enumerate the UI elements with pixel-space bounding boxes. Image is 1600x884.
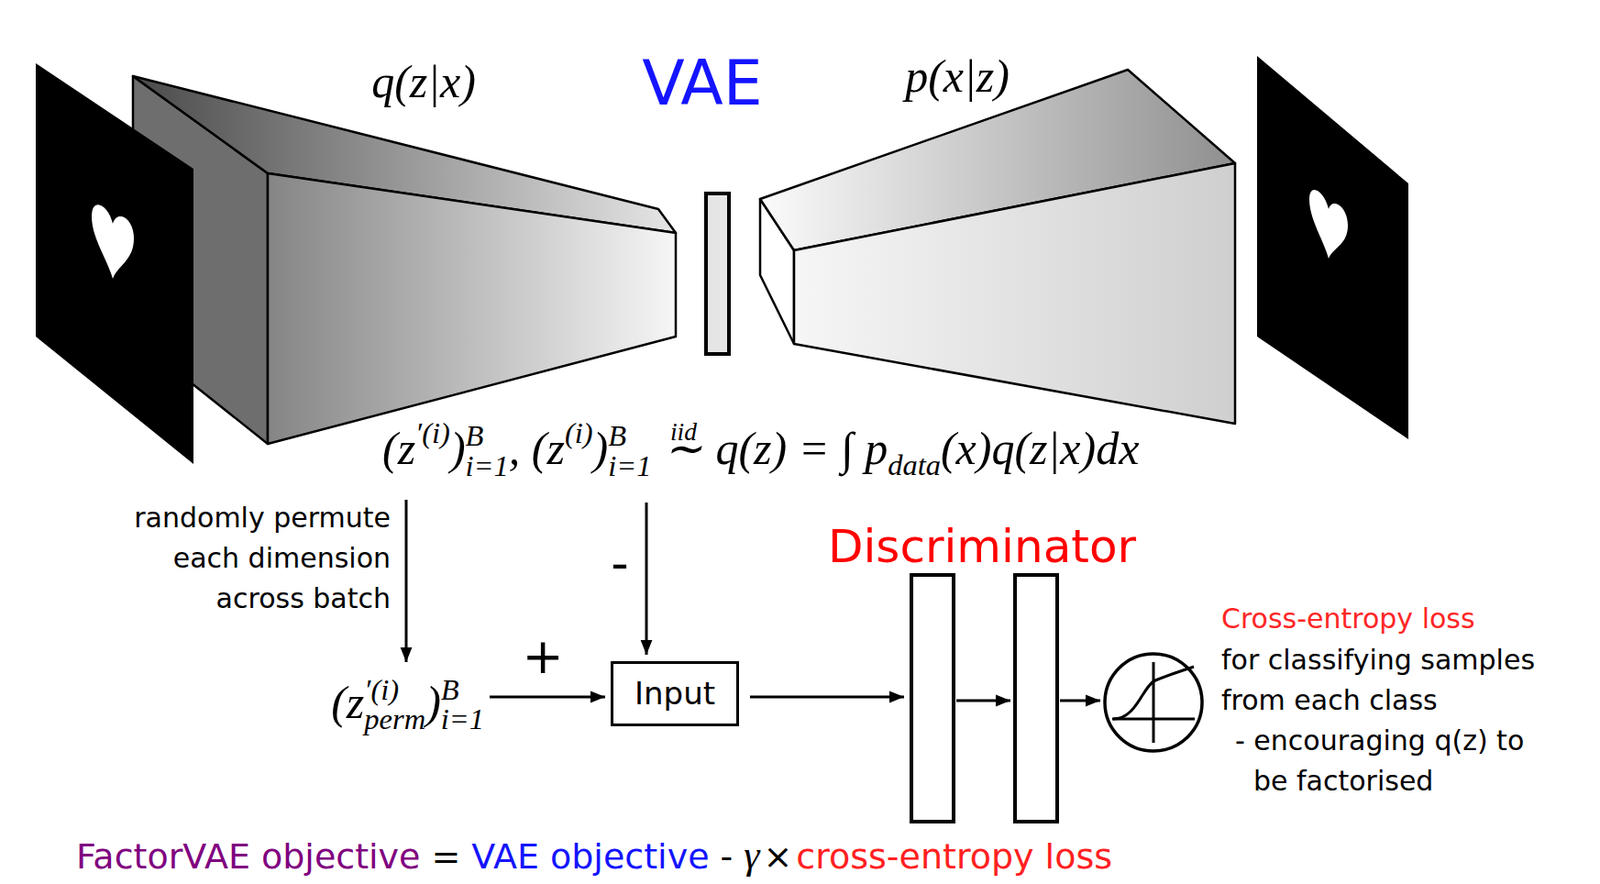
latent-sample-formula-part: ′(i)	[415, 416, 451, 450]
plus-sign: +	[521, 627, 563, 685]
discriminator-layer	[911, 574, 954, 822]
latent-sample-formula-part: )	[450, 422, 466, 475]
objective-equation-text: -	[720, 836, 734, 877]
plus-sign-holder: +	[521, 628, 563, 684]
vae-title: VAE	[641, 46, 763, 120]
loss-note-holder: - encouraging q(z) to be factorised	[1235, 720, 1552, 802]
flow-arrow	[489, 695, 606, 699]
latent-sample-formula-part: Bi=1	[607, 420, 652, 481]
sigmoid-axis	[1152, 662, 1156, 743]
encoder-label: q(z|x)	[371, 55, 476, 108]
latent-sample-formula-text: (x)q(z|x)dx	[940, 422, 1139, 475]
objective-equation-text: ×	[762, 836, 793, 877]
permuted-sample-formula-part: )	[425, 676, 442, 729]
permuted-sample-formula-part: (z	[331, 676, 365, 729]
objective-equation-part: VAE objective	[471, 836, 709, 877]
latent-sample-formula-part: data	[887, 448, 941, 482]
box-label: Input	[634, 674, 716, 712]
permute-note: randomly permute each dimension across b…	[133, 501, 391, 615]
objective-equation-part: γ	[743, 832, 760, 877]
flow-arrow	[1059, 699, 1101, 703]
permuted-sample-formula-text: )	[425, 676, 442, 729]
objective-equation-part: FactorVAE objective	[76, 836, 421, 877]
latent-sample-formula-superscript: B	[465, 420, 485, 452]
objective-equation: FactorVAE objective=VAE objective-γ×cros…	[76, 830, 1113, 879]
objective-equation-part: ×	[762, 836, 793, 877]
permuted-sample-formula-part: ′(i)perm	[364, 674, 426, 735]
latent-sample-formula-text: , (z	[508, 422, 565, 475]
loss-title: Cross-entropy loss	[1221, 602, 1476, 635]
latent-code	[706, 193, 729, 354]
vae-title-holder: VAE	[641, 49, 763, 119]
output-image	[1257, 55, 1409, 440]
latent-sample-formula-superscript: B	[607, 420, 627, 452]
objective-equation-text: FactorVAE objective	[76, 836, 421, 877]
latent-sample-formula: (z′(i))Bi=1, (z(i))Bi=1∼iidq(z) = ∫ pdat…	[382, 415, 1139, 483]
latent-sample-formula-part: (i)	[564, 416, 594, 450]
flow-arrow	[956, 699, 1011, 703]
permute-note-holder: randomly permute each dimension across b…	[115, 497, 391, 619]
flow-arrow	[405, 499, 409, 663]
objective-equation-text: VAE objective	[471, 836, 709, 877]
loss-title-holder: Cross-entropy loss	[1221, 598, 1476, 640]
permuted-sample-formula-text: (z	[331, 676, 365, 729]
latent-sample-formula-text: (z	[382, 422, 416, 475]
sigmoid-symbol	[1104, 653, 1203, 751]
latent-sample-formula-subscript: data	[887, 448, 941, 482]
objective-equation-text: γ	[743, 832, 760, 877]
discriminator-layer	[1015, 574, 1058, 822]
flow-arrow	[645, 502, 649, 655]
latent-sample-formula-part: (z	[382, 422, 416, 475]
minus-sign-holder: -	[610, 536, 629, 591]
objective-equation-text: =	[431, 836, 462, 877]
decoder-label: p(x|z)	[904, 50, 1010, 102]
latent-sample-formula-part: ∼iid	[663, 420, 703, 476]
permuted-sample-formula: (z′(i)perm)Bi=1	[331, 674, 485, 735]
loss-note-holder: for classifying samples from each class	[1221, 640, 1570, 721]
latent-sample-formula-part: Bi=1	[465, 420, 509, 481]
heart-shape	[1309, 185, 1348, 272]
permuted-sample-formula-superscript: ′(i)	[364, 674, 399, 706]
objective-equation-text: cross-entropy loss	[795, 836, 1113, 877]
latent-sample-formula-part: (x)q(z|x)dx	[940, 422, 1139, 475]
minus-sign: -	[610, 534, 629, 593]
permuted-sample-formula-part: Bi=1	[441, 674, 485, 735]
decoder-front	[794, 163, 1236, 424]
latent-sample-formula-superscript: (i)	[564, 416, 594, 450]
flow-arrow	[750, 695, 905, 699]
loss-note: - encouraging q(z) to be factorised	[1235, 724, 1524, 797]
latent-sample-formula-text: )	[450, 422, 466, 475]
discriminator-title: Discriminator	[827, 519, 1137, 574]
latent-sample-formula-subscript: i=1	[607, 451, 652, 482]
permuted-sample-formula-subscript: i=1	[441, 704, 485, 735]
input-image	[35, 63, 194, 464]
latent-sample-formula-text: )	[593, 422, 609, 475]
latent-sample-formula-part: )	[593, 422, 609, 475]
objective-equation-part: =	[431, 836, 462, 877]
heart-shape	[91, 200, 134, 290]
permuted-sample-formula-subscript: perm	[364, 704, 426, 735]
latent-sample-formula-part: , (z	[508, 422, 565, 475]
encoder-front	[267, 173, 676, 444]
permuted-sample-formula-superscript: B	[441, 674, 460, 706]
objective-equation-part: -	[720, 836, 734, 877]
loss-note: for classifying samples from each class	[1221, 643, 1535, 717]
objective-equation-part: cross-entropy loss	[795, 836, 1113, 877]
latent-sample-formula-superscript: ′(i)	[415, 416, 451, 450]
discriminator-title-holder: Discriminator	[827, 521, 1137, 573]
input-box: Input	[610, 661, 740, 727]
latent-sample-formula-subscript: i=1	[465, 451, 509, 482]
encoder-label-holder: q(z|x)	[371, 56, 476, 108]
latent-sample-formula-text: q(z) = ∫ p	[715, 422, 888, 475]
latent-sample-formula-part: q(z) = ∫ p	[715, 422, 888, 475]
decoder-label-holder: p(x|z)	[904, 51, 1010, 102]
sigmoid-curve	[1113, 666, 1194, 719]
latent-sample-formula-annotation: iid	[670, 416, 697, 447]
